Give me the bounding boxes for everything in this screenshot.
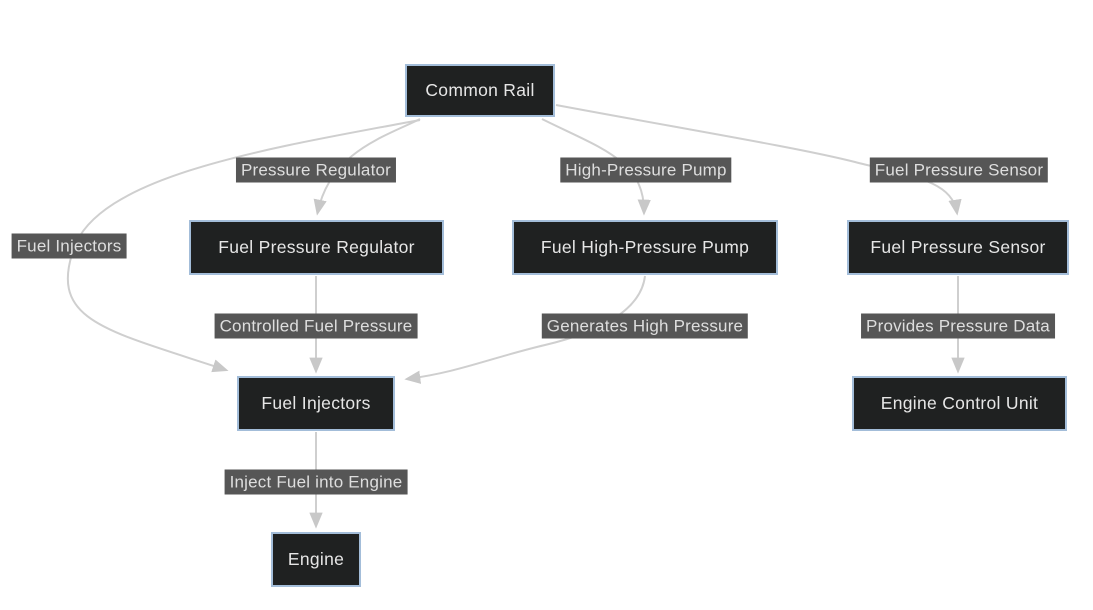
edge-common-rail-to-fuel-pressure-sensor xyxy=(555,104,962,216)
node-engine-control-unit-label: Engine Control Unit xyxy=(880,393,1039,413)
node-common-rail-label: Common Rail xyxy=(425,80,535,100)
node-fuel-high-pressure-pump: Fuel High-Pressure Pump xyxy=(512,220,778,275)
node-engine-label: Engine xyxy=(287,549,345,569)
node-fuel-high-pressure-pump-label: Fuel High-Pressure Pump xyxy=(540,237,750,257)
edge-common-rail-to-fuel-high-pressure-pump xyxy=(541,118,651,216)
node-fuel-injectors-label: Fuel Injectors xyxy=(261,393,371,413)
edge-label-pressure-regulator: Pressure Regulator xyxy=(235,157,397,183)
edge-label-controlled-fuel-pressure: Controlled Fuel Pressure xyxy=(214,313,418,339)
node-fuel-pressure-sensor: Fuel Pressure Sensor xyxy=(847,220,1069,275)
edge-label-high-pressure-pump: High-Pressure Pump xyxy=(560,157,732,183)
node-fuel-injectors: Fuel Injectors xyxy=(237,376,395,431)
edge-label-fuel-pressure-sensor: Fuel Pressure Sensor xyxy=(869,157,1049,183)
edge-fuel-high-pressure-pump-to-fuel-injectors xyxy=(404,275,646,384)
node-fuel-pressure-regulator-label: Fuel Pressure Regulator xyxy=(218,237,415,257)
edge-common-rail-to-fuel-pressure-regulator xyxy=(313,118,421,216)
node-engine-control-unit: Engine Control Unit xyxy=(852,376,1067,431)
edge-label-generates-high-pressure: Generates High Pressure xyxy=(541,313,749,339)
edge-label-inject-fuel-into-engine: Inject Fuel into Engine xyxy=(224,469,408,495)
node-common-rail: Common Rail xyxy=(405,64,555,117)
node-engine: Engine xyxy=(271,532,361,587)
node-fuel-pressure-regulator: Fuel Pressure Regulator xyxy=(189,220,444,275)
edge-label-fuel-injectors: Fuel Injectors xyxy=(11,233,127,259)
node-fuel-pressure-sensor-label: Fuel Pressure Sensor xyxy=(870,237,1046,257)
edge-label-provides-pressure-data: Provides Pressure Data xyxy=(861,313,1055,339)
